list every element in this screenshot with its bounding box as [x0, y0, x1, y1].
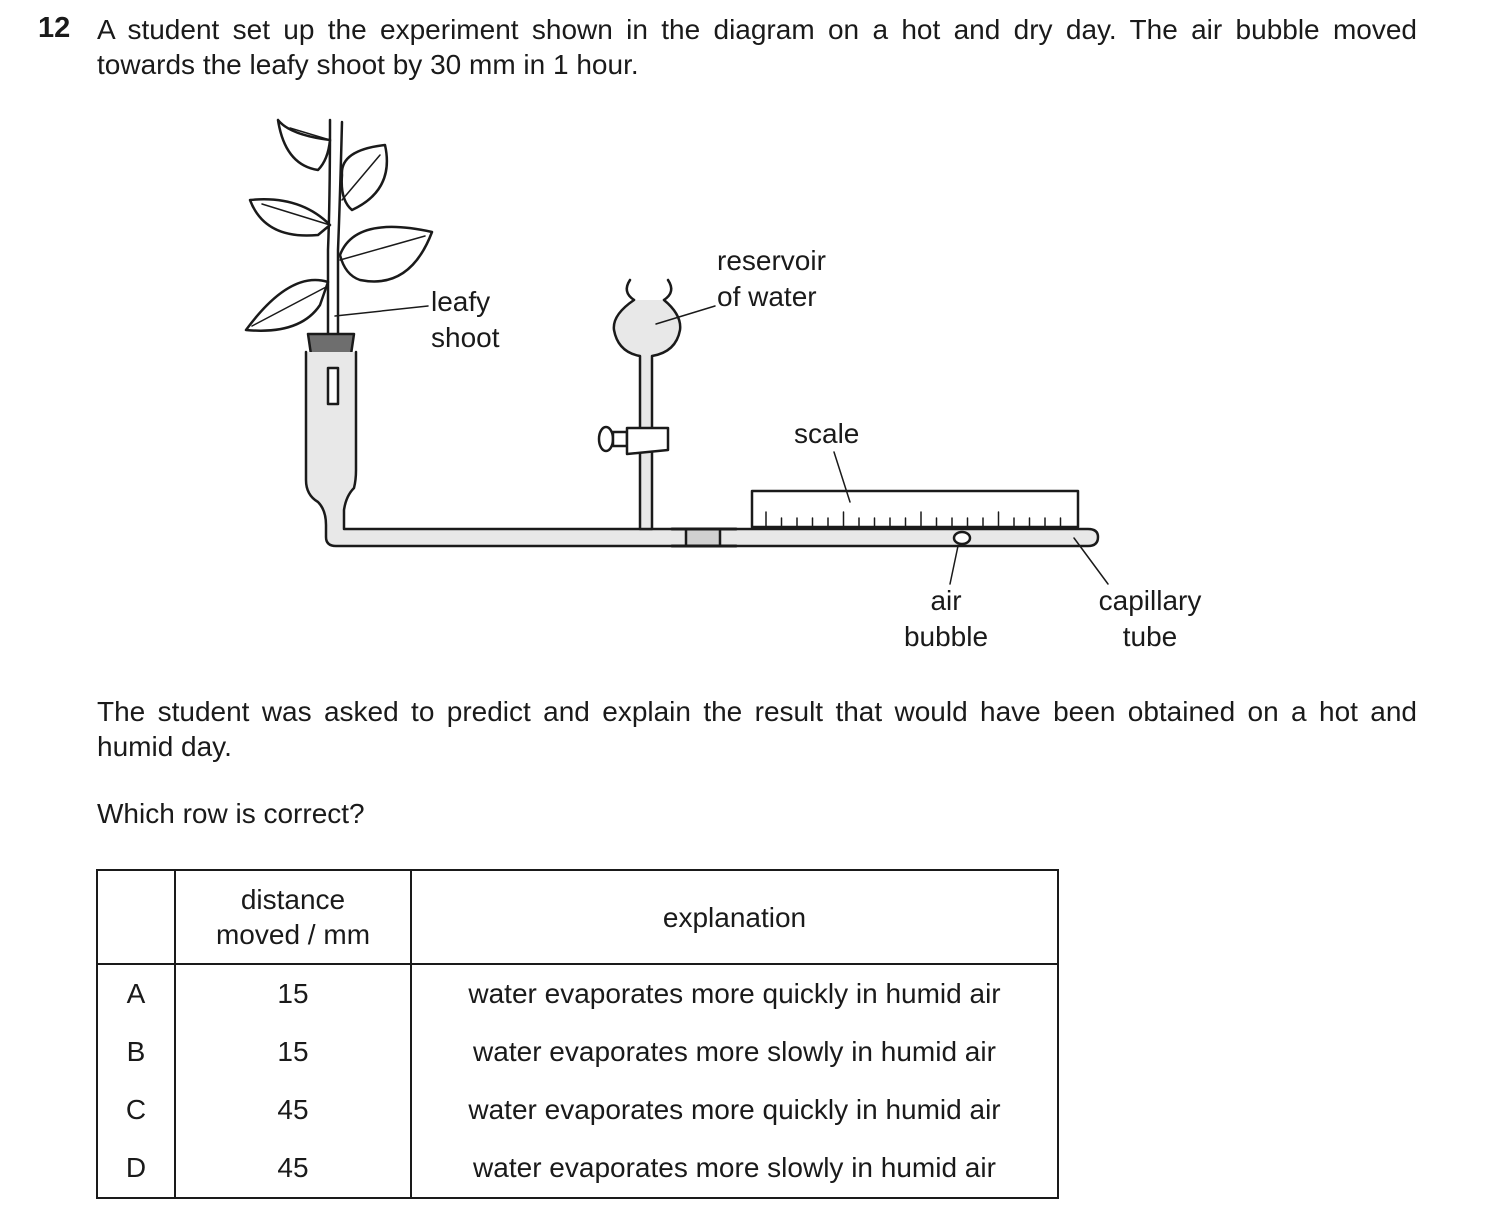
header-distance: distance moved / mm [174, 869, 412, 965]
label-shoot: shoot [431, 322, 500, 353]
label-air: air [930, 585, 961, 616]
air-bubble-drawing [952, 530, 972, 546]
row-distance: 15 [174, 964, 412, 1023]
label-tube: tube [1123, 621, 1178, 652]
potometer-diagram: leafy shoot reservoir of water scale air… [244, 118, 1202, 652]
row-explanation: water evaporates more slowly in humid ai… [410, 1023, 1059, 1081]
row-explanation: water evaporates more quickly in humid a… [410, 1081, 1059, 1139]
prediction-paragraph: The student was asked to predict and exp… [97, 696, 1417, 762]
row-option: B [96, 1023, 176, 1081]
table-header-row: distance moved / mm explanation [96, 869, 1059, 965]
row-option: D [96, 1139, 176, 1199]
leafy-shoot-drawing [244, 118, 434, 402]
table-row[interactable]: B 15 water evaporates more slowly in hum… [96, 1023, 1059, 1081]
question-prompt: Which row is correct? [97, 798, 365, 829]
question-number: 12 [38, 12, 71, 44]
label-bubble: bubble [904, 621, 988, 652]
row-explanation: water evaporates more slowly in humid ai… [410, 1139, 1059, 1199]
table-row[interactable]: D 45 water evaporates more slowly in hum… [96, 1139, 1059, 1199]
row-explanation: water evaporates more quickly in humid a… [410, 964, 1059, 1023]
question-text: A student set up the experiment shown in… [97, 14, 1417, 80]
row-distance: 15 [174, 1023, 412, 1081]
label-reservoir: reservoir [717, 245, 826, 276]
table-row[interactable]: A 15 water evaporates more quickly in hu… [96, 964, 1059, 1023]
rubber-joint [684, 527, 722, 548]
label-scale: scale [794, 418, 859, 449]
header-distance-line1: distance [240, 884, 346, 915]
reservoir [597, 278, 682, 531]
test-tube [304, 350, 1100, 548]
row-distance: 45 [174, 1081, 412, 1139]
table-row[interactable]: C 45 water evaporates more quickly in hu… [96, 1081, 1059, 1139]
label-leafy: leafy [431, 286, 490, 317]
row-distance: 45 [174, 1139, 412, 1199]
answer-table: distance moved / mm explanation A 15 wat… [96, 869, 1059, 1199]
row-option: C [96, 1081, 176, 1139]
header-distance-line2: moved / mm [215, 919, 371, 950]
row-option: A [96, 964, 176, 1023]
header-explanation: explanation [410, 869, 1059, 965]
ruler-scale [750, 489, 1080, 529]
header-option [96, 869, 176, 965]
label-capillary: capillary [1099, 585, 1202, 616]
label-of-water: of water [717, 281, 817, 312]
